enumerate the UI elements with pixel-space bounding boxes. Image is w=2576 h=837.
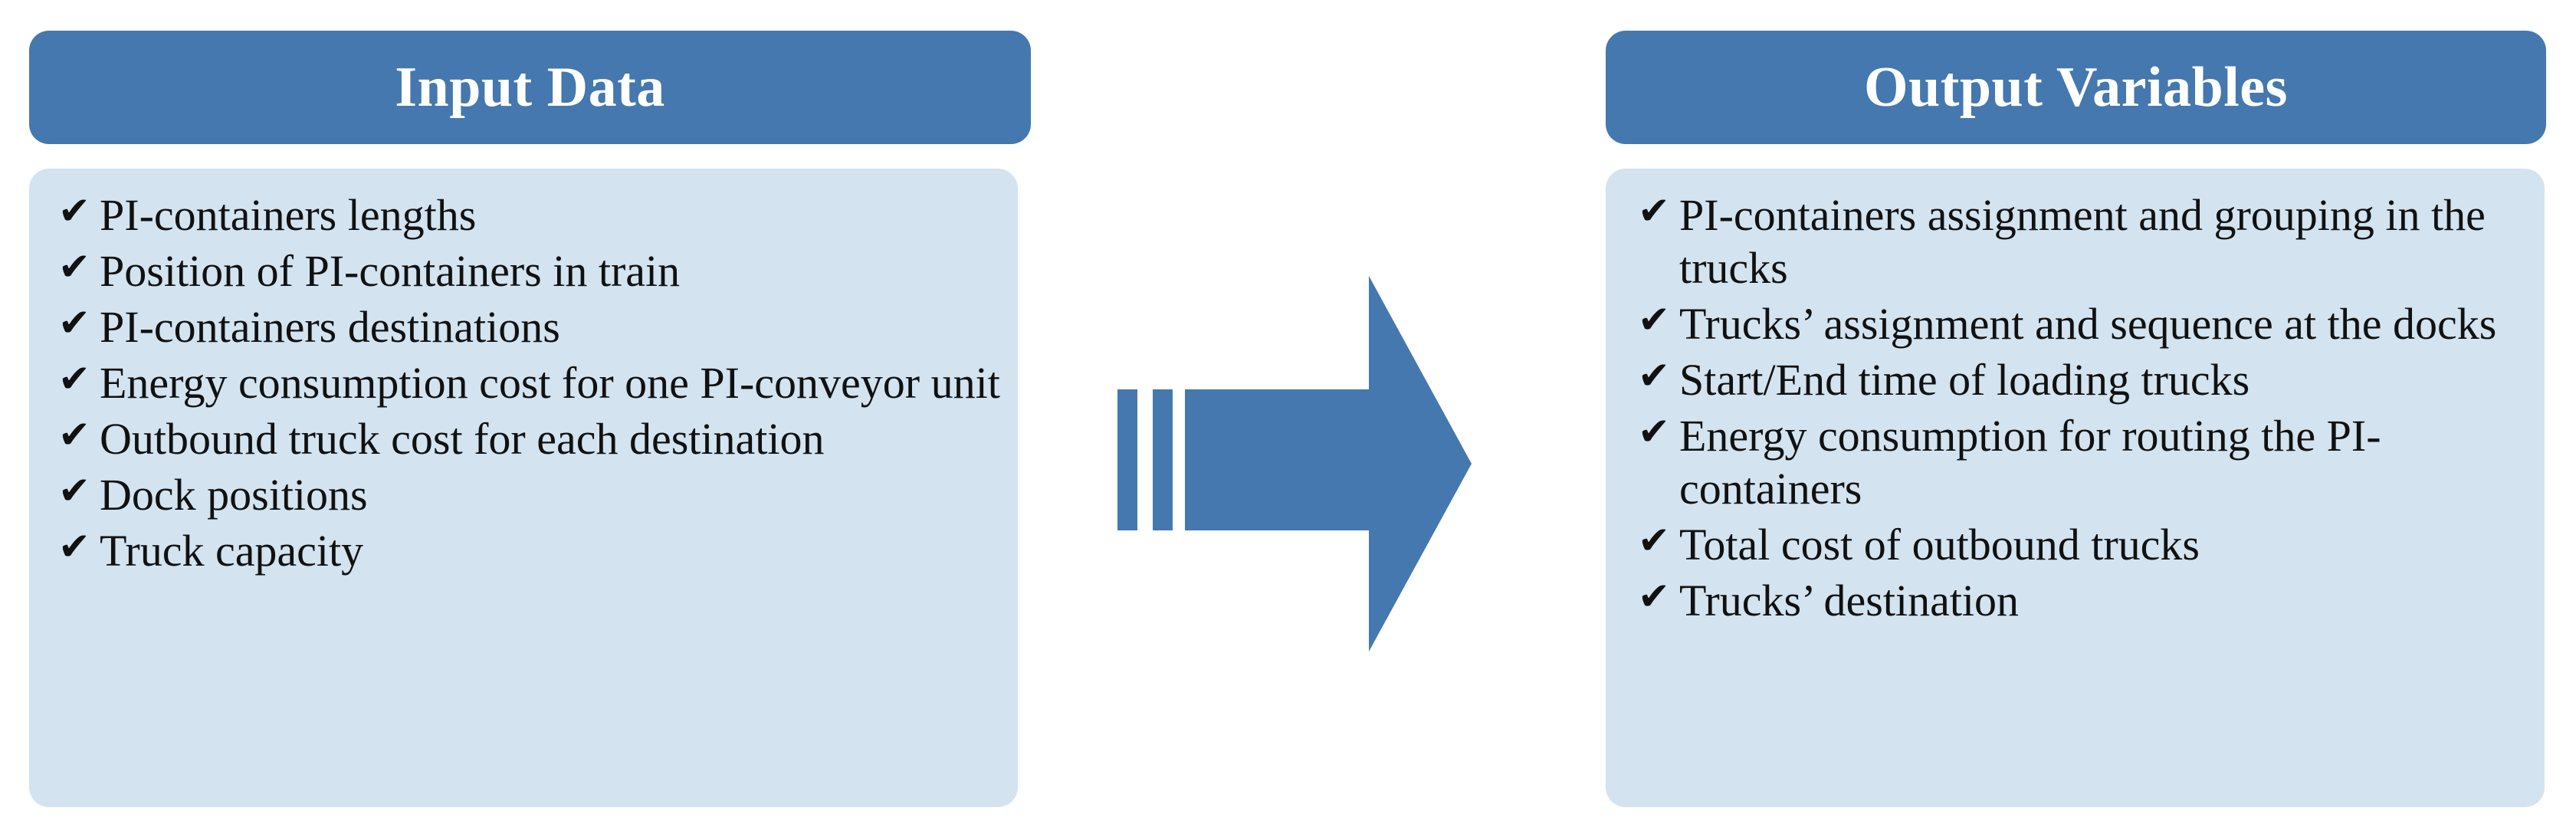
list-item: ✔ Energy consumption for routing the PI-… [1621, 409, 2529, 515]
list-item: ✔ Trucks’ destination [1621, 574, 2529, 627]
check-icon: ✔ [1638, 519, 1670, 563]
list-item: ✔ Start/End time of loading trucks [1621, 353, 2529, 406]
check-icon: ✔ [58, 357, 90, 401]
list-item: ✔ Dock positions [44, 468, 1003, 521]
check-icon: ✔ [58, 245, 90, 289]
check-icon: ✔ [1638, 298, 1670, 342]
input-data-body: ✔ PI-containers lengths ✔ Position of PI… [29, 169, 1018, 807]
list-item-label: Position of PI-containers in train [100, 246, 681, 297]
check-icon: ✔ [1638, 575, 1670, 619]
flow-arrow-group [1111, 276, 1472, 652]
output-variables-list: ✔ PI-containers assignment and grouping … [1621, 189, 2529, 627]
output-variables-title: Output Variables [1864, 56, 2288, 119]
check-icon: ✔ [58, 469, 90, 513]
arrow-speed-bar-icon [1153, 389, 1173, 530]
list-item: ✔ PI-containers assignment and grouping … [1621, 189, 2529, 294]
input-data-panel: Input Data ✔ PI-containers lengths ✔ Pos… [29, 0, 1031, 837]
output-variables-panel: Output Variables ✔ PI-containers assignm… [1606, 0, 2546, 837]
check-icon: ✔ [1638, 354, 1670, 398]
input-data-list: ✔ PI-containers lengths ✔ Position of PI… [44, 189, 1003, 577]
list-item-label: Trucks’ assignment and sequence at the d… [1679, 299, 2497, 350]
list-item-label: PI-containers assignment and grouping in… [1679, 190, 2486, 294]
check-icon: ✔ [1638, 189, 1670, 232]
list-item-label: Start/End time of loading trucks [1679, 355, 2250, 405]
list-item-label: Outbound truck cost for each destination [100, 414, 825, 464]
list-item-label: PI-containers destinations [100, 302, 560, 353]
list-item-label: Truck capacity [100, 526, 364, 576]
arrow-speed-bar-icon [1117, 389, 1137, 530]
check-icon: ✔ [58, 189, 90, 232]
list-item-label: Energy consumption cost for one PI-conve… [100, 358, 1000, 409]
list-item: ✔ PI-containers destinations [44, 300, 1003, 353]
list-item: ✔ Energy consumption cost for one PI-con… [44, 356, 1003, 409]
list-item-label: Trucks’ destination [1679, 576, 2020, 626]
list-item: ✔ Position of PI-containers in train [44, 245, 1003, 297]
list-item: ✔ Total cost of outbound trucks [1621, 518, 2529, 571]
list-item: ✔ PI-containers lengths [44, 189, 1003, 241]
list-item-label: PI-containers lengths [100, 190, 477, 240]
check-icon: ✔ [58, 525, 90, 569]
check-icon: ✔ [58, 301, 90, 345]
input-data-title: Input Data [395, 56, 665, 119]
list-item-label: Energy consumption for routing the PI-co… [1679, 411, 2381, 514]
list-item: ✔ Truck capacity [44, 524, 1003, 577]
output-variables-header: Output Variables [1606, 31, 2546, 144]
check-icon: ✔ [1638, 410, 1670, 454]
list-item-label: Total cost of outbound trucks [1679, 520, 2200, 570]
list-item: ✔ Outbound truck cost for each destinati… [44, 412, 1003, 465]
list-item: ✔ Trucks’ assignment and sequence at the… [1621, 297, 2529, 350]
output-variables-body: ✔ PI-containers assignment and grouping … [1606, 169, 2545, 807]
input-data-header: Input Data [29, 31, 1031, 144]
check-icon: ✔ [58, 413, 90, 457]
right-arrow-icon [1185, 276, 1472, 652]
list-item-label: Dock positions [100, 470, 368, 520]
